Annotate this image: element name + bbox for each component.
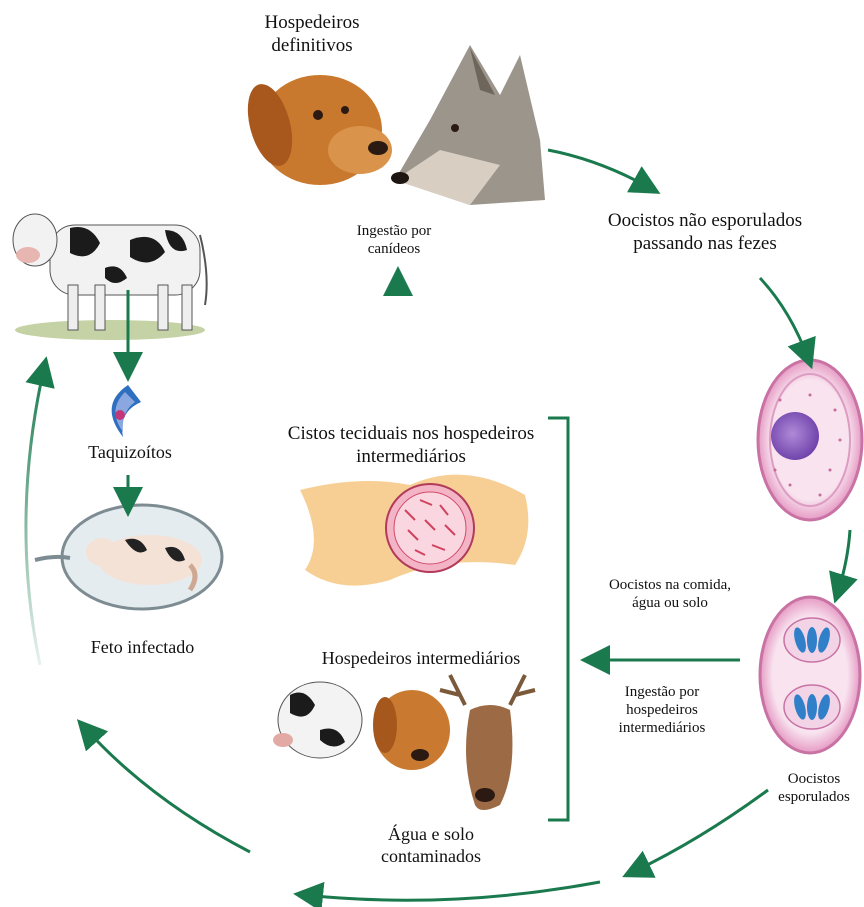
label-ingestion-intermediate: Ingestão por hospedeiros intermediários	[602, 683, 722, 737]
sporulated-oocyst-illustration	[760, 597, 860, 753]
intermediate-hosts-illustration	[273, 675, 535, 810]
coyote-illustration	[391, 45, 545, 205]
label-ingestion-canids: Ingestão por canídeos	[334, 222, 454, 258]
label-sporulated-oocysts: Oocistos esporulados	[766, 770, 862, 806]
arrow-sporulated-to-contaminated	[633, 790, 768, 872]
fetus-illustration	[35, 505, 222, 609]
cow-illustration	[13, 214, 207, 340]
label-tissue-cysts: Cistos teciduais nos hospedeiros interme…	[286, 423, 536, 469]
dog-illustration	[240, 75, 392, 185]
intermediate-bracket	[548, 418, 568, 820]
arrow-curve-left-lower	[85, 728, 250, 852]
tachyzoite-illustration	[112, 385, 141, 437]
label-infected-fetus: Feto infectado	[60, 637, 225, 659]
label-intermediate-hosts: Hospedeiros intermediários	[296, 648, 546, 670]
arrow-feces-to-oocyst	[760, 278, 808, 358]
label-contaminated-water-soil: Água e solo contaminados	[346, 824, 516, 867]
arrow-hosts-to-oocysts	[548, 150, 650, 188]
unsporulated-oocyst-illustration	[758, 360, 862, 520]
arrow-soil-to-left	[305, 882, 600, 900]
label-definitive-hosts: Hospedeiros definitivos	[232, 12, 392, 58]
label-oocysts-food: Oocistos na comida, água ou solo	[606, 576, 734, 612]
label-tachyzoites: Taquizoítos	[60, 442, 200, 464]
tissue-cyst-illustration	[300, 475, 528, 586]
label-unsporulated-oocysts: Oocistos não esporulados passando nas fe…	[580, 210, 830, 256]
arrow-unsporulated-to-sporulated	[838, 530, 850, 592]
arrow-left-up	[26, 368, 44, 665]
